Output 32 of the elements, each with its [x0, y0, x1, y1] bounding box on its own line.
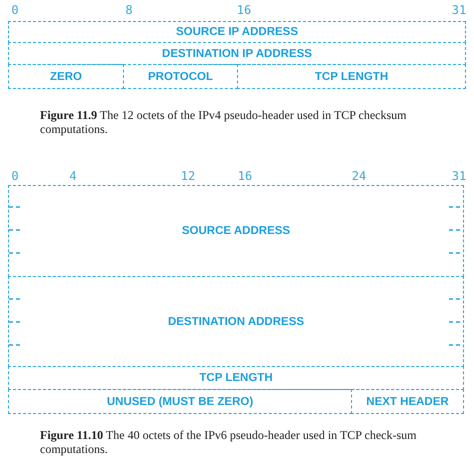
- field-box: [351, 389, 464, 414]
- field-box: [8, 21, 466, 43]
- field-label: ZERO: [50, 70, 82, 82]
- figure-caption: Figure 11.10 The 40 octets of the IPv6 pseudo-header used in TCP check-sum computations.: [40, 428, 418, 456]
- field-label: UNUSED (MUST BE ZERO): [106, 396, 254, 408]
- field-label: DESTINATION IP ADDRESS: [162, 48, 312, 60]
- field-box: [8, 185, 464, 277]
- field-box: [8, 64, 124, 89]
- field-label: PROTOCOL: [148, 70, 213, 82]
- field-box: [8, 389, 352, 414]
- bit-position-number: 8: [125, 3, 133, 17]
- field-box: [8, 366, 464, 390]
- field-label: NEXT HEADER: [366, 396, 449, 408]
- field-box: [237, 64, 466, 89]
- bit-position-number: 0: [11, 3, 19, 17]
- field-label: TCP LENGTH: [314, 70, 388, 82]
- bit-position-number: 31: [452, 169, 466, 183]
- bit-position-number: 0: [11, 169, 19, 183]
- bit-position-number: 4: [69, 169, 77, 183]
- figure-caption: Figure 11.9 The 12 octets of the IPv4 pseudo-header used in TCP checksum computations.: [40, 108, 408, 136]
- field-label: DESTINATION ADDRESS: [168, 316, 304, 328]
- bit-position-number: 24: [352, 169, 366, 183]
- field-box: [8, 276, 464, 367]
- bit-position-number: 31: [452, 3, 466, 17]
- bit-position-number: 16: [238, 169, 252, 183]
- field-label: TCP LENGTH: [199, 372, 273, 384]
- field-box: [8, 42, 466, 65]
- bit-position-number: 16: [236, 3, 252, 17]
- field-label: SOURCE ADDRESS: [182, 225, 290, 237]
- field-box: [123, 64, 238, 89]
- field-label: SOURCE IP ADDRESS: [176, 26, 298, 38]
- bit-position-number: 12: [180, 169, 196, 183]
